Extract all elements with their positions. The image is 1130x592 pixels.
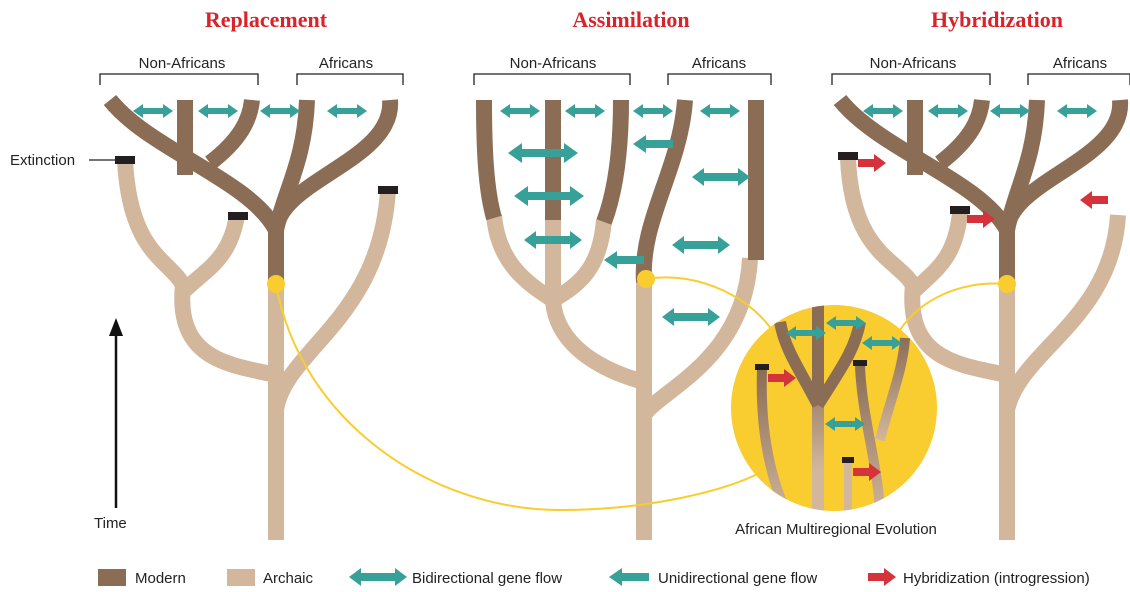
- bidirectional-gene-flow-icon: [662, 308, 720, 326]
- panel-title: Assimilation: [572, 7, 689, 32]
- african-multiregional-inset: African Multiregional Evolution: [731, 305, 937, 538]
- group-label-non-africans: Non-Africans: [870, 55, 957, 72]
- modern-branch: [644, 100, 685, 282]
- bidirectional-gene-flow-icon: [327, 104, 367, 118]
- non-africans-bracket: [832, 74, 990, 85]
- group-label-africans: Africans: [1053, 55, 1107, 72]
- modern-swatch: [98, 569, 126, 586]
- hybridization-arrow-icon: [1080, 191, 1108, 209]
- archaic-branch: [494, 215, 553, 300]
- archaic-branch: [912, 285, 1007, 375]
- extinction-label: Extinction: [10, 152, 75, 169]
- archaic-branch: [185, 215, 237, 290]
- africans-bracket: [668, 74, 771, 85]
- non-africans-bracket: [474, 74, 630, 85]
- extinction-cap: [378, 186, 398, 194]
- archaic-branch: [1007, 215, 1118, 410]
- group-label-non-africans: Non-Africans: [139, 55, 226, 72]
- archaic-branch: [915, 213, 960, 290]
- group-label-africans: Africans: [692, 55, 746, 72]
- time-arrow-icon: [109, 318, 123, 336]
- group-label-non-africans: Non-Africans: [510, 55, 597, 72]
- archaic-branch: [553, 300, 644, 382]
- extinction-cap: [842, 457, 854, 463]
- bidirectional-gene-flow-icon: [508, 143, 578, 163]
- group-label-africans: Africans: [319, 55, 373, 72]
- bidirectional-gene-flow-icon: [500, 104, 540, 118]
- connector-line: [646, 277, 775, 335]
- archaic-swatch: [227, 569, 255, 586]
- legend: Modern Archaic Bidirectional gene flow U…: [98, 568, 1090, 587]
- bidirectional-gene-flow-icon: [700, 104, 740, 118]
- bidirectional-gene-flow-icon: [565, 104, 605, 118]
- bidirectional-gene-flow-icon: [133, 104, 173, 118]
- panel-title: Replacement: [205, 7, 328, 32]
- bidirectional-gene-flow-icon: [990, 104, 1030, 118]
- extinction-cap: [950, 206, 970, 214]
- bidirectional-gene-flow-icon: [1057, 104, 1097, 118]
- legend-unidirectional: Unidirectional gene flow: [658, 570, 817, 587]
- extinction-cap: [755, 364, 769, 370]
- extinction-cap: [853, 360, 867, 366]
- bidirectional-gene-flow-icon: [633, 104, 673, 118]
- bidirectional-gene-flow-icon: [928, 104, 968, 118]
- extinction-cap: [115, 156, 135, 164]
- modern-branch: [484, 100, 494, 218]
- legend-hybridization: Hybridization (introgression): [903, 570, 1090, 587]
- panel-replacement: Replacement Non-Africans Africans Extinc…: [10, 7, 403, 540]
- right-arrow-icon: [868, 568, 896, 586]
- inset-caption: African Multiregional Evolution: [735, 521, 937, 538]
- archaic-branch: [182, 285, 276, 375]
- left-arrow-icon: [609, 568, 649, 586]
- archaic-branch: [848, 158, 915, 290]
- double-arrow-icon: [349, 568, 407, 586]
- bidirectional-gene-flow-icon: [260, 104, 300, 118]
- hybridization-arrow-icon: [858, 154, 886, 172]
- panel-title: Hybridization: [931, 7, 1063, 32]
- time-label: Time: [94, 515, 127, 532]
- archaic-branch: [276, 190, 388, 410]
- legend-archaic: Archaic: [263, 570, 314, 587]
- bidirectional-gene-flow-icon: [692, 168, 750, 186]
- extinction-cap: [228, 212, 248, 220]
- unidirectional-gene-flow-icon: [633, 135, 673, 153]
- panel-assimilation: Assimilation Non-Africans Africans: [474, 7, 771, 540]
- bidirectional-gene-flow-icon: [198, 104, 238, 118]
- africans-bracket: [1028, 74, 1130, 85]
- archaic-branch: [125, 160, 185, 290]
- non-africans-bracket: [100, 74, 258, 85]
- modern-branch: [604, 100, 621, 222]
- africans-bracket: [297, 74, 403, 85]
- bidirectional-gene-flow-icon: [672, 236, 730, 254]
- legend-modern: Modern: [135, 570, 186, 587]
- bidirectional-gene-flow-icon: [863, 104, 903, 118]
- legend-bidirectional: Bidirectional gene flow: [412, 570, 562, 587]
- extinction-cap: [838, 152, 858, 160]
